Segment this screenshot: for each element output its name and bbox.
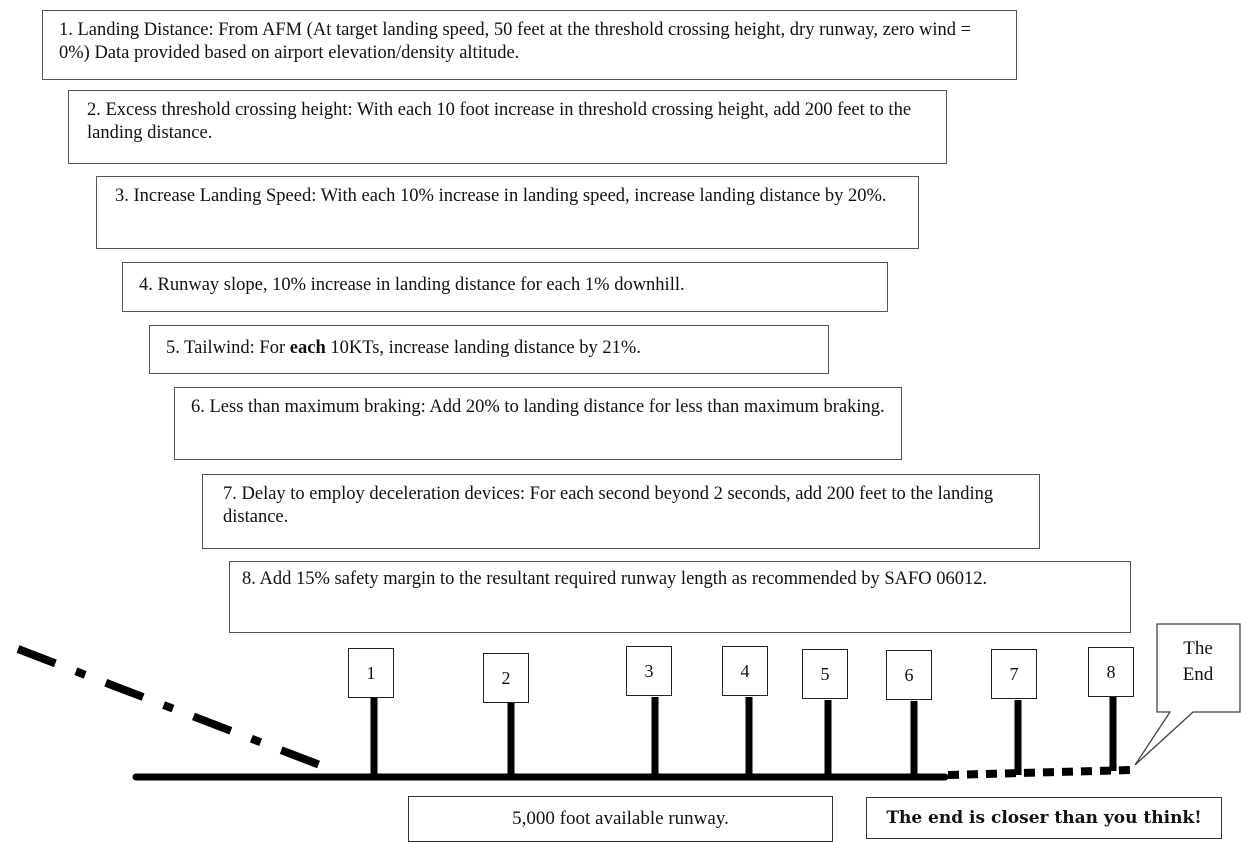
marker-2: 2 — [483, 653, 529, 703]
note-tailwind-emphasis: each — [289, 338, 326, 358]
note-braking: 6. Less than maximum braking: Add 20% to… — [174, 387, 902, 460]
note-tailwind: 5. Tailwind: For each 10KTs, increase la… — [149, 325, 829, 374]
runway-overrun — [947, 766, 1133, 779]
note-deceleration-delay: 7. Delay to employ deceleration devices:… — [202, 474, 1040, 549]
glide-path — [16, 645, 340, 776]
marker-8: 8 — [1088, 647, 1134, 697]
marker-7: 7 — [991, 649, 1037, 699]
note-runway-slope: 4. Runway slope, 10% increase in landing… — [122, 262, 888, 312]
note-tailwind-post: 10KTs, increase landing distance by 21%. — [325, 338, 641, 358]
note-landing-distance: 1. Landing Distance: From AFM (At target… — [42, 10, 1017, 80]
marker-5: 5 — [802, 649, 848, 699]
warning-label: The end is closer than you think! — [866, 797, 1222, 839]
note-landing-speed: 3. Increase Landing Speed: With each 10%… — [96, 176, 919, 249]
marker-6: 6 — [886, 650, 932, 700]
note-safety-margin: 8. Add 15% safety margin to the resultan… — [229, 561, 1131, 633]
note-threshold-height: 2. Excess threshold crossing height: Wit… — [68, 90, 947, 164]
marker-3: 3 — [626, 646, 672, 696]
marker-1: 1 — [348, 648, 394, 698]
note-tailwind-pre: 5. Tailwind: For — [166, 338, 290, 358]
runway-label: 5,000 foot available runway. — [408, 796, 833, 842]
callout-bubble — [1134, 623, 1241, 766]
marker-4: 4 — [722, 646, 768, 696]
